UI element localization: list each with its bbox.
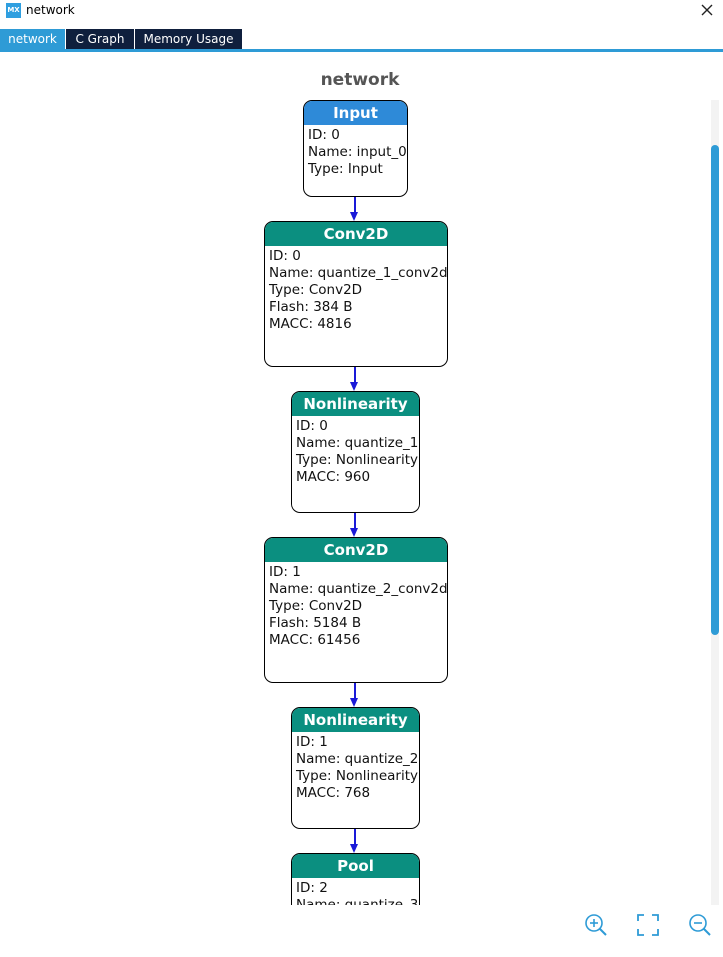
node-name: Name: input_0 [308, 144, 407, 160]
node-type: Type: Input [308, 161, 383, 177]
node-details: ID: 0 Name: quantize_1 Type: Nonlinearit… [292, 416, 419, 488]
graph-node-conv2d[interactable]: Conv2D ID: 0 Name: quantize_1_conv2d Typ… [264, 221, 448, 367]
edge-arrow [350, 683, 359, 707]
node-details: ID: 0 Name: quantize_1_conv2d Type: Conv… [265, 246, 447, 335]
node-macc: MACC: 768 [296, 785, 371, 801]
tab-c-graph[interactable]: C Graph [66, 29, 134, 49]
zoom-in-icon [585, 914, 607, 936]
graph-title: network [320, 70, 400, 90]
node-details: ID: 0 Name: input_0 Type: Input [304, 125, 407, 180]
node-macc: MACC: 4816 [269, 316, 352, 332]
tab-memory-usage[interactable]: Memory Usage [135, 29, 242, 49]
node-header: Conv2D [265, 222, 447, 246]
node-flash: Flash: 384 B [269, 299, 353, 315]
node-header: Conv2D [265, 538, 447, 562]
node-id: ID: 0 [308, 127, 340, 143]
zoom-out-icon [689, 914, 711, 936]
node-id: ID: 2 [296, 880, 328, 896]
zoom-in-button[interactable] [583, 912, 609, 938]
node-type: Type: Nonlinearity [296, 452, 418, 468]
node-id: ID: 0 [296, 418, 328, 434]
graph-canvas[interactable]: network Input ID: 0 Name: input_0 Type: … [0, 52, 723, 905]
node-type: Type: Conv2D [269, 598, 363, 614]
edge-arrow [350, 367, 359, 391]
node-details: ID: 1 Name: quantize_2_conv2d Type: Conv… [265, 562, 447, 651]
node-header: Nonlinearity [292, 392, 419, 416]
graph-node-nonlinearity[interactable]: Nonlinearity ID: 1 Name: quantize_2 Type… [291, 707, 420, 829]
zoom-out-button[interactable] [687, 912, 713, 938]
node-id: ID: 0 [269, 248, 301, 264]
fit-screen-icon [637, 914, 659, 936]
node-name: Name: quantize_2_conv2d [269, 581, 448, 597]
node-macc: MACC: 960 [296, 469, 371, 485]
graph-node-input[interactable]: Input ID: 0 Name: input_0 Type: Input [303, 100, 408, 197]
bottom-toolbar [0, 905, 723, 957]
node-header: Nonlinearity [292, 708, 419, 732]
vertical-scrollbar-thumb[interactable] [711, 145, 719, 635]
window-title: network [26, 3, 75, 17]
close-button[interactable] [699, 0, 715, 20]
node-id: ID: 1 [269, 564, 301, 580]
node-header: Input [304, 101, 407, 125]
node-name: Name: quantize_1_conv2d [269, 265, 448, 281]
fit-screen-button[interactable] [635, 912, 661, 938]
node-name: Name: quantize_2 [296, 751, 419, 767]
node-name: Name: quantize_1 [296, 435, 419, 451]
node-details: ID: 1 Name: quantize_2 Type: Nonlinearit… [292, 732, 419, 804]
close-icon [701, 4, 713, 16]
node-name: Name: quantize_3 [296, 897, 419, 905]
edge-arrow [350, 197, 359, 221]
node-header: Pool [292, 854, 419, 878]
node-type: Type: Conv2D [269, 282, 363, 298]
graph-node-nonlinearity[interactable]: Nonlinearity ID: 0 Name: quantize_1 Type… [291, 391, 420, 513]
tab-underline [0, 49, 723, 52]
edge-arrow [350, 829, 359, 853]
app-logo-icon: MX [6, 3, 21, 18]
edge-arrow [350, 513, 359, 537]
node-flash: Flash: 5184 B [269, 615, 362, 631]
node-details: ID: 2 Name: quantize_3 [292, 878, 419, 905]
node-type: Type: Nonlinearity [296, 768, 418, 784]
graph-node-conv2d[interactable]: Conv2D ID: 1 Name: quantize_2_conv2d Typ… [264, 537, 448, 683]
graph-node-pool[interactable]: Pool ID: 2 Name: quantize_3 [291, 853, 420, 905]
tab-network[interactable]: network [0, 29, 65, 49]
title-bar: MX network [0, 0, 723, 22]
node-id: ID: 1 [296, 734, 328, 750]
tab-bar: network C Graph Memory Usage [0, 29, 723, 49]
node-macc: MACC: 61456 [269, 632, 361, 648]
